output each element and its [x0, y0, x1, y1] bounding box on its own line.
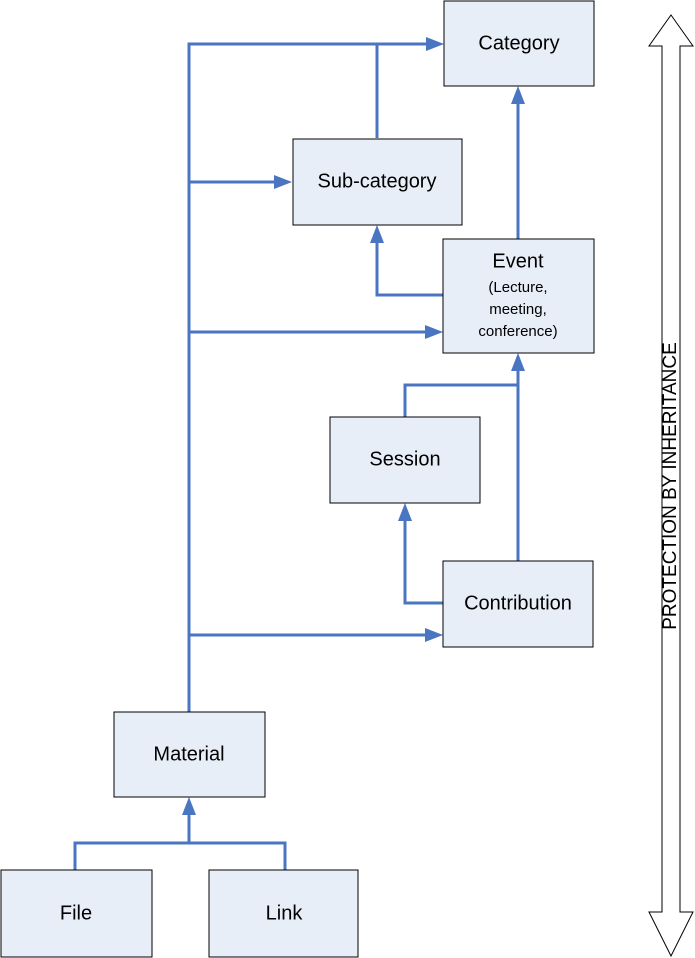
node-subcategory: Sub-category: [292, 138, 463, 226]
connector-event-subcategory: [375, 240, 443, 297]
node-session-label: Session: [369, 448, 440, 470]
connector-contribution-session: [403, 518, 443, 605]
double-arrow-shape: [648, 14, 694, 958]
side-label: PROTECTION BY INHERITANCE: [660, 342, 681, 630]
connector-session-event: [403, 383, 518, 417]
arrowhead-to-subcategory-bottom: [370, 225, 384, 243]
arrowhead-to-event-bottom: [511, 353, 525, 371]
node-event-subline-1: (Lecture,: [488, 279, 547, 296]
arrowhead-to-contribution: [425, 628, 443, 642]
arrowhead-to-material: [182, 797, 196, 815]
node-link-label: Link: [266, 902, 304, 924]
node-file-label: File: [60, 902, 92, 924]
arrowhead-to-category-bottom: [511, 86, 525, 104]
arrowhead-to-category-left: [426, 37, 444, 51]
node-event-label: Event: [492, 250, 544, 272]
arrowhead-to-subcategory: [274, 175, 292, 189]
arrowhead-to-event-left: [425, 325, 443, 339]
arrowhead-to-session: [398, 503, 412, 521]
node-subcategory-label: Sub-category: [318, 170, 437, 192]
node-file: File: [0, 869, 153, 958]
connector-material-trunk: [187, 42, 430, 712]
node-event-subline-2: meeting,: [489, 301, 547, 318]
connector-file-link-material: [73, 813, 287, 870]
node-contribution-label: Contribution: [464, 592, 572, 614]
node-category: Category: [443, 0, 595, 87]
node-link: Link: [208, 869, 359, 958]
node-event: Event (Lecture, meeting, conference): [442, 238, 595, 354]
node-material: Material: [113, 711, 266, 798]
inheritance-double-arrow: PROTECTION BY INHERITANCE: [648, 14, 694, 958]
node-event-subline-3: conference): [478, 323, 557, 340]
node-session: Session: [329, 416, 481, 504]
node-contribution: Contribution: [442, 560, 594, 648]
node-category-label: Category: [478, 32, 559, 54]
node-material-label: Material: [153, 743, 224, 765]
